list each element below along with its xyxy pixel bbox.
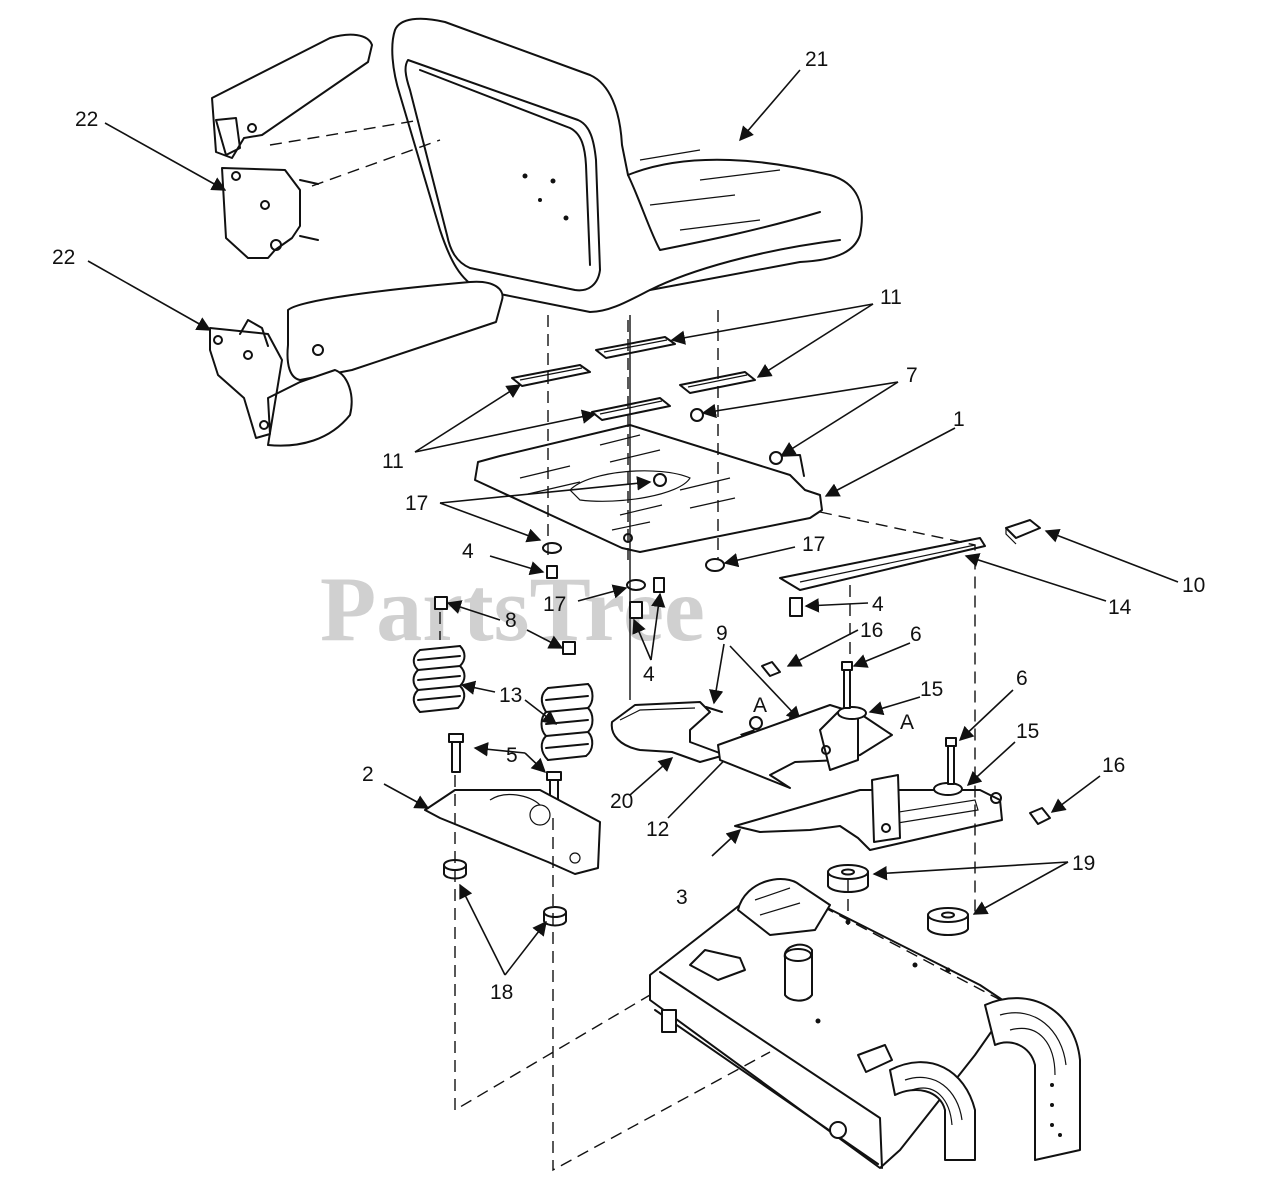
assembly-lines xyxy=(439,310,976,1172)
callout-6-right: 6 xyxy=(1016,667,1028,690)
ref-a-right: A xyxy=(900,711,914,734)
callout-10: 10 xyxy=(1182,574,1205,597)
callout-11-upper: 11 xyxy=(880,286,902,309)
armrest-lower xyxy=(209,280,504,447)
slide-rail xyxy=(779,519,1041,591)
callout-12: 12 xyxy=(646,818,669,841)
seat-pan xyxy=(474,424,823,553)
callout-11-lower: 11 xyxy=(382,450,404,473)
seat xyxy=(391,17,863,313)
callout-20: 20 xyxy=(610,790,633,813)
seat-switch-rod xyxy=(610,701,811,763)
isolators xyxy=(443,859,567,927)
callout-18: 18 xyxy=(490,981,513,1004)
callout-16-right: 16 xyxy=(1102,754,1125,777)
callout-22-lower: 22 xyxy=(52,246,75,269)
nuts xyxy=(690,408,783,465)
callout-14: 14 xyxy=(1108,596,1132,619)
callout-4-left: 4 xyxy=(462,540,474,563)
callout-15-left: 15 xyxy=(920,678,943,701)
callout-9: 9 xyxy=(716,622,728,645)
armrest-upper xyxy=(211,33,441,259)
callout-22-upper: 22 xyxy=(75,108,98,131)
callout-21: 21 xyxy=(805,48,828,71)
callout-13: 13 xyxy=(499,684,522,707)
callout-7: 7 xyxy=(906,364,918,387)
callout-16-upper: 16 xyxy=(860,619,883,642)
springs xyxy=(412,596,594,761)
callout-5: 5 xyxy=(506,744,518,767)
slide-pads xyxy=(511,336,756,421)
callout-17-right: 17 xyxy=(802,533,825,556)
seat-support-frame xyxy=(649,877,1081,1169)
callout-4-center: 4 xyxy=(643,663,655,686)
callout-1: 1 xyxy=(953,408,965,431)
callout-4-right: 4 xyxy=(872,593,884,616)
callout-3: 3 xyxy=(676,886,688,909)
callout-19: 19 xyxy=(1072,852,1095,875)
seat-adjuster-bracket xyxy=(717,661,1051,851)
bolts-and-bracket xyxy=(424,733,601,875)
callout-8: 8 xyxy=(505,609,517,632)
ref-a-left: A xyxy=(753,694,767,717)
callout-15-right: 15 xyxy=(1016,720,1039,743)
callout-2: 2 xyxy=(362,763,374,786)
callout-17-center: 17 xyxy=(543,593,566,616)
callout-6-left: 6 xyxy=(910,623,922,646)
callout-17-left: 17 xyxy=(405,492,428,515)
